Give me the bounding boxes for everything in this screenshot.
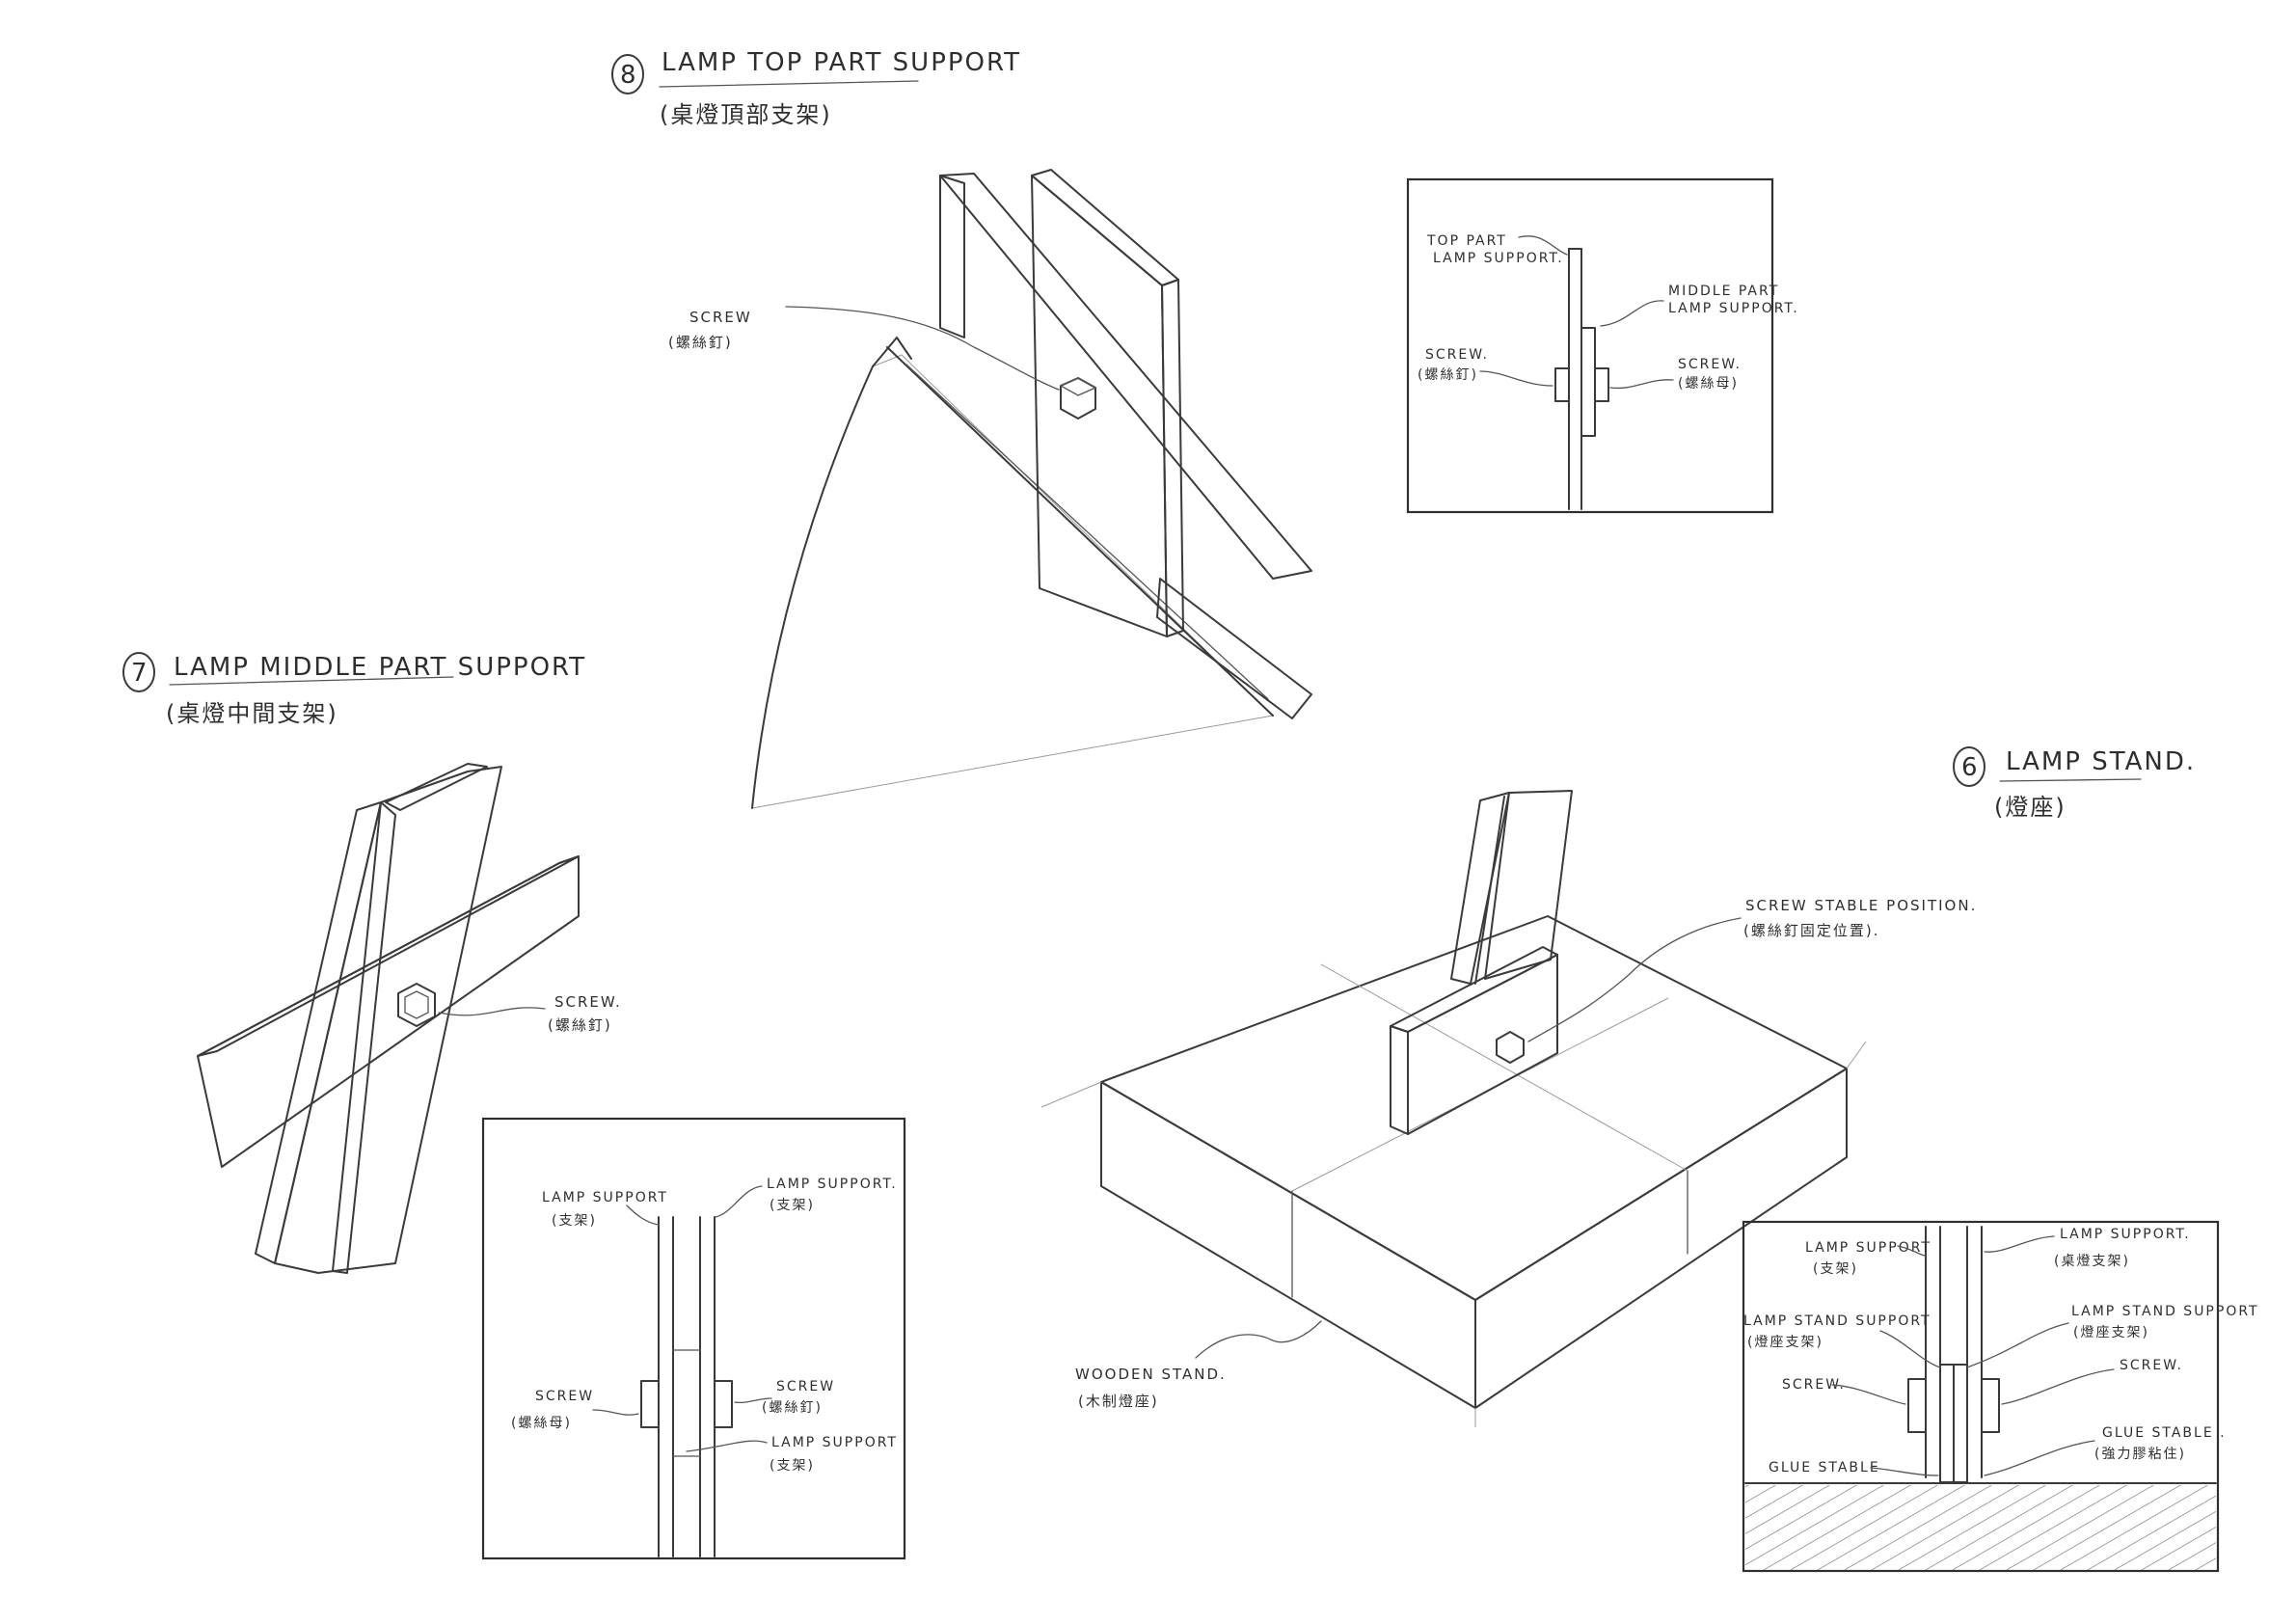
number-circle xyxy=(611,54,644,95)
top-support-section: 8 LAMP TOP PART SUPPORT (桌燈頂部支架) xyxy=(611,48,1312,809)
support-left-label: LAMP SUPPORT xyxy=(1805,1240,1931,1256)
title-underline xyxy=(659,80,919,88)
support-bottom-label: LAMP SUPPORT xyxy=(771,1435,898,1450)
screw-right-sub: (螺絲母) xyxy=(1678,376,1739,392)
screw-sub-label: (螺絲釘) xyxy=(668,334,733,351)
glue-right-sub: (強力膠粘住) xyxy=(2094,1447,2186,1462)
section-title: LAMP MIDDLE PART SUPPORT xyxy=(174,653,586,682)
screw-head xyxy=(1059,377,1097,420)
top-part-label: TOP PART xyxy=(1426,233,1507,249)
support-right-sub: (支架) xyxy=(770,1198,815,1213)
section-subtitle: (燈座) xyxy=(1994,794,2066,821)
screw-left-sub: (螺絲釘) xyxy=(1418,366,1478,383)
screw-left-sub: (螺絲母) xyxy=(511,1416,572,1431)
detail-frame xyxy=(481,1117,906,1560)
section-number: 8 xyxy=(620,61,638,90)
detail-frame xyxy=(1406,177,1774,514)
section-number: 6 xyxy=(1961,753,1980,782)
stand-support-left-sub: (燈座支架) xyxy=(1747,1335,1823,1350)
screw-left-label: SCREW. xyxy=(1782,1377,1846,1393)
screw-leader xyxy=(438,1007,546,1016)
number-circle xyxy=(1953,746,1985,787)
stand-support-right-label: LAMP STAND SUPPORT xyxy=(2071,1304,2259,1319)
support-left-sub: (支架) xyxy=(1813,1261,1858,1277)
glue-left-label: GLUE STABLE xyxy=(1769,1460,1880,1475)
middle-support-section: 7 LAMP MIDDLE PART SUPPORT (桌燈中間支架) SCRE… xyxy=(122,652,622,1274)
section-title: LAMP TOP PART SUPPORT xyxy=(662,48,1021,77)
title-underline xyxy=(169,676,454,686)
wooden-stand-leader xyxy=(1195,1320,1322,1359)
support-bottom-sub: (支架) xyxy=(770,1458,815,1474)
stand-section: 6 LAMP STAND. (燈座) xyxy=(1040,746,2196,1427)
screw-head xyxy=(397,983,436,1027)
support-left-label: LAMP SUPPORT xyxy=(542,1190,668,1205)
screw-head xyxy=(1496,1031,1525,1064)
middle-part-label-2: LAMP SUPPORT. xyxy=(1668,301,1799,316)
screw-left-label: SCREW xyxy=(535,1389,594,1404)
screw-right-label: SCREW xyxy=(776,1379,835,1394)
floor-hatch xyxy=(1745,1485,2216,1570)
stand-detail-box: LAMP SUPPORT (支架) LAMP SUPPORT. (桌燈支架) L… xyxy=(1742,1220,2259,1573)
detail-frame xyxy=(1742,1220,2220,1573)
front-plank xyxy=(1031,169,1312,719)
screw-right-label: SCREW. xyxy=(1678,357,1742,372)
screw-position-leader xyxy=(1527,917,1742,1042)
section-subtitle: (桌燈中間支架) xyxy=(166,700,338,727)
stand-bracket xyxy=(1390,946,1558,1135)
middle-part-label: MIDDLE PART xyxy=(1668,284,1779,299)
screw-leader xyxy=(785,306,1060,391)
screw-label: SCREW xyxy=(689,309,752,326)
support-left-sub: (支架) xyxy=(552,1213,597,1229)
back-plank xyxy=(939,173,1312,580)
screw-position-sub: (螺絲釘固定位置). xyxy=(1743,922,1879,939)
support-right-label: LAMP SUPPORT. xyxy=(2060,1227,2191,1242)
middle-detail-box: LAMP SUPPORT (支架) LAMP SUPPORT. (支架) SCR… xyxy=(481,1117,906,1560)
screw-right-label: SCREW. xyxy=(2120,1358,2183,1373)
screw-label: SCREW. xyxy=(554,993,622,1011)
wooden-base xyxy=(1040,915,1867,1427)
section-title: LAMP STAND. xyxy=(2006,747,2196,776)
title-underline xyxy=(1999,778,2142,782)
screw-right-sub: (螺絲釘) xyxy=(762,1399,823,1416)
vertical-plank xyxy=(255,763,502,1274)
screw-position-label: SCREW STABLE POSITION. xyxy=(1745,897,1977,914)
wooden-stand-sub: (木制燈座) xyxy=(1078,1393,1159,1410)
stand-support-right-sub: (燈座支架) xyxy=(2073,1325,2149,1340)
support-right-label: LAMP SUPPORT. xyxy=(767,1177,898,1192)
lamp-shade xyxy=(751,337,1275,809)
screw-left-label: SCREW. xyxy=(1425,347,1489,363)
stand-pole xyxy=(1450,790,1573,985)
section-subtitle: (桌燈頂部支架) xyxy=(660,101,832,128)
wooden-stand-label: WOODEN STAND. xyxy=(1075,1366,1227,1383)
top-part-label-2: LAMP SUPPORT. xyxy=(1433,251,1564,266)
top-detail-box: TOP PART LAMP SUPPORT. MIDDLE PART LAMP … xyxy=(1406,177,1799,514)
number-circle xyxy=(122,652,155,692)
section-number: 7 xyxy=(131,659,149,688)
cross-plank xyxy=(197,855,580,1168)
glue-right-label: GLUE STABLE . xyxy=(2102,1425,2227,1441)
support-right-sub: (桌燈支架) xyxy=(2054,1254,2130,1269)
stand-support-left-label: LAMP STAND SUPPORT xyxy=(1743,1313,1931,1329)
screw-sub-label: (螺絲釘) xyxy=(548,1016,612,1034)
